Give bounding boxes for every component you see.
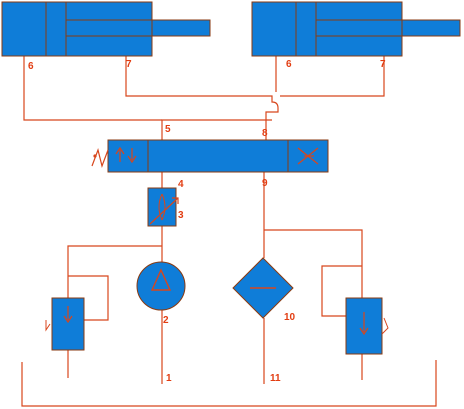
filter-icon: [232, 257, 294, 319]
right-cylinder-icon: [251, 1, 461, 57]
line-right-port-7: [280, 56, 385, 97]
label-valve-port-c: 9: [262, 178, 268, 189]
port-labels: 6 7 6 7 5 8 9 4 3 2 1 10 11: [28, 59, 386, 384]
left-relief-valve-icon: [45, 297, 85, 351]
hydraulic-lines: [23, 56, 385, 384]
label-filter-outlet: 11: [270, 373, 281, 384]
label-valve-port-a: 5: [165, 124, 171, 135]
line-left-port-7: [125, 56, 279, 140]
label-pump-inlet: 1: [166, 373, 172, 384]
directional-valve-icon: [91, 139, 329, 173]
label-pump: 2: [163, 315, 169, 326]
label-right-cyl-port-a: 6: [286, 59, 292, 70]
line-left-relief-bypass: [68, 275, 109, 321]
label-filter: 10: [284, 312, 296, 323]
label-left-cyl-port-b: 7: [126, 59, 132, 70]
label-flow-control: 3: [178, 210, 184, 221]
label-left-cyl-port-a: 6: [28, 61, 34, 72]
label-valve-port-b: 8: [262, 128, 268, 139]
line-crossover: [161, 119, 272, 140]
line-right-relief-bypass: [321, 265, 362, 317]
left-cylinder-icon: [1, 1, 211, 57]
label-right-cyl-port-b: 7: [380, 59, 386, 70]
flow-control-valve-icon: [147, 187, 179, 227]
pump-icon: [136, 261, 186, 311]
line-junction-to-left-relief: [67, 245, 162, 298]
right-relief-valve-icon: [345, 297, 389, 355]
line-left-port-6: [23, 56, 162, 121]
label-check-valve: 4: [178, 179, 184, 190]
tank-outline: [21, 360, 437, 407]
line-junction-to-right-relief: [264, 229, 363, 298]
